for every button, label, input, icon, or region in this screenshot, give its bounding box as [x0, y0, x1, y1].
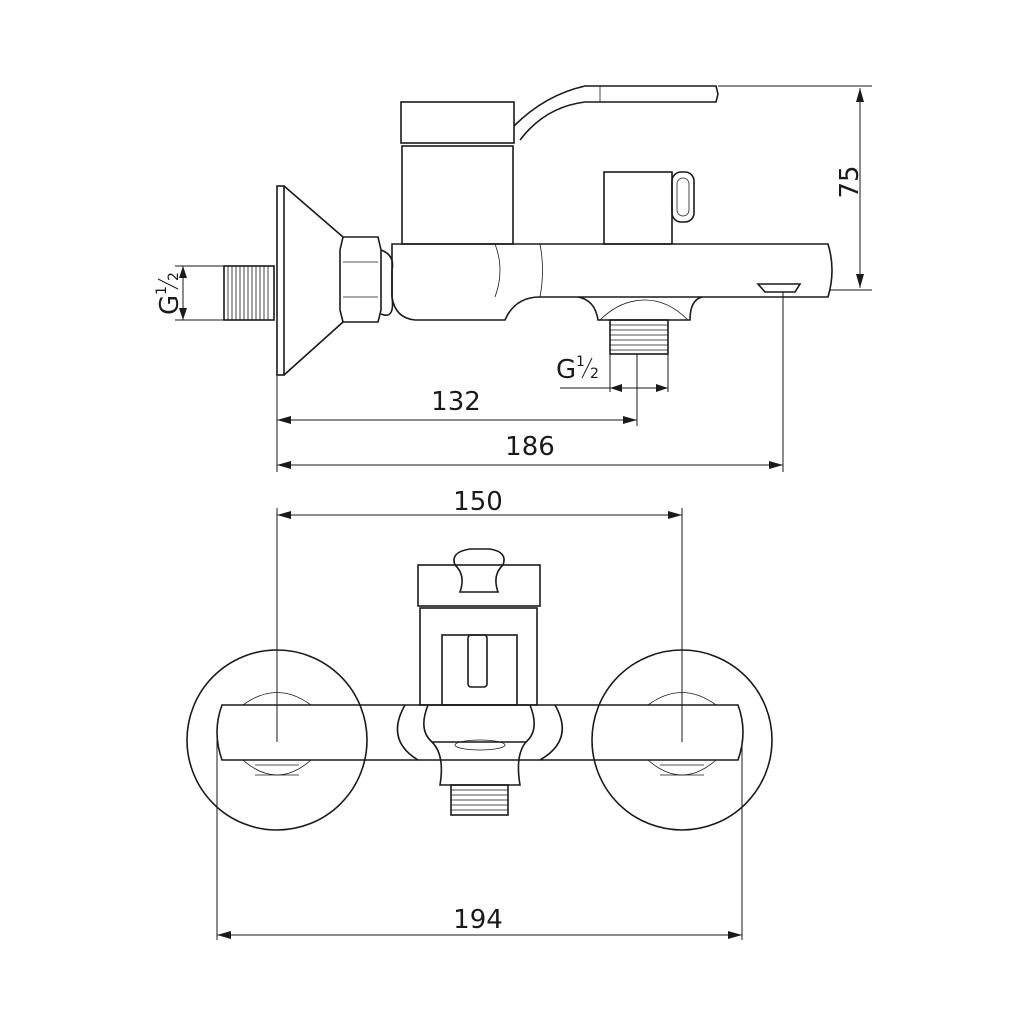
overall-depth-label: 186	[505, 432, 555, 462]
side-view: 75 G 1 2 G 1 2 132 186	[154, 85, 872, 472]
inlet-thread-g: G	[155, 295, 185, 315]
outlet-thread-dimension: G 1 2	[556, 354, 669, 392]
outlet-thread-den: 2	[590, 366, 599, 382]
diverter-knob	[603, 171, 695, 245]
cartridge	[400, 101, 515, 245]
front-cartridge	[417, 548, 541, 706]
inlet-thread-dimension: G 1 2	[154, 265, 224, 321]
height-dim-label: 75	[835, 165, 865, 198]
inlet-thread	[223, 265, 275, 321]
depth-dimensions: 132 186	[276, 292, 784, 472]
width-dim-label: 194	[453, 905, 503, 935]
inlet-thread-num: 1	[154, 286, 170, 295]
front-view: 150 194	[186, 487, 773, 940]
outlet-thread-num: 1	[576, 354, 585, 370]
inlet-thread-den: 2	[166, 272, 182, 281]
hex-nut	[339, 236, 394, 323]
shower-outlet	[577, 283, 802, 355]
wall-flange	[276, 185, 344, 376]
centers-dim-label: 150	[453, 487, 503, 517]
body-bar	[391, 243, 833, 321]
width-dimension: 194	[216, 740, 743, 940]
lever-handle	[513, 85, 719, 141]
outlet-thread-g: G	[556, 355, 576, 385]
height-dimension: 75	[718, 85, 872, 291]
outlet-distance-label: 132	[431, 387, 481, 417]
centers-dimension: 150	[276, 487, 683, 742]
front-body-bar	[216, 704, 744, 816]
